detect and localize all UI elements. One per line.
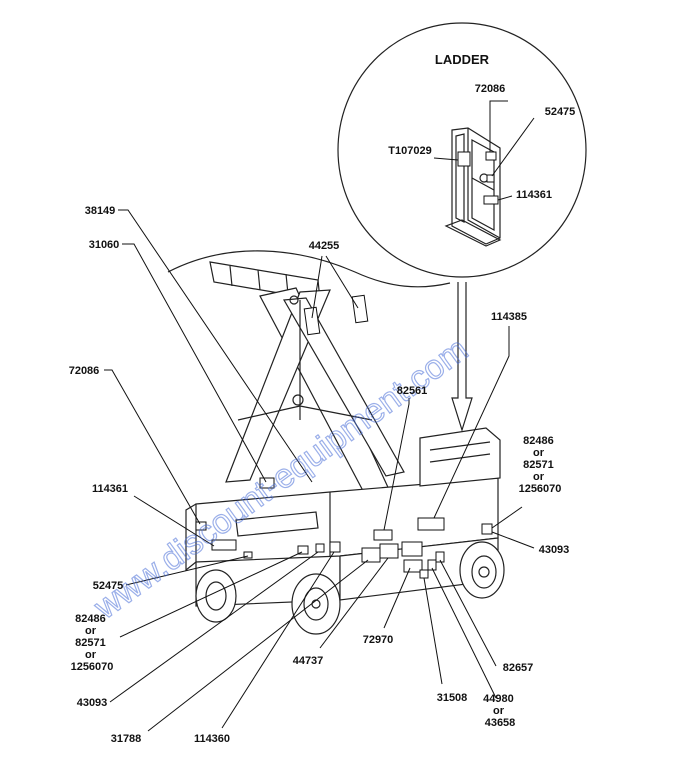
label-43093-right: 43093: [539, 544, 570, 556]
decal-44255-a: [303, 306, 321, 336]
decal-72086: [195, 521, 207, 531]
label-82486-right: 82486 or 82571 or 1256070: [519, 435, 562, 495]
label-52475: 52475: [93, 580, 124, 592]
label-52475-ladder: 52475: [545, 106, 576, 118]
decal-114385: [417, 517, 445, 531]
decal-72970: [401, 541, 423, 557]
decal-52475: [243, 551, 253, 559]
decal-114361-ladder: [483, 195, 499, 205]
label-31060: 31060: [89, 239, 120, 251]
label-72086-ladder: 72086: [475, 83, 506, 95]
label-38149: 38149: [85, 205, 116, 217]
inset-title: LADDER: [435, 52, 490, 67]
wheel-front-left: [195, 569, 237, 623]
label-114361-ladder: 114361: [516, 189, 552, 201]
ladder-inset: LADDER: [337, 22, 587, 278]
label-114360: 114360: [194, 733, 230, 745]
decal-T107029-ladder: [457, 151, 471, 167]
label-114361: 114361: [92, 483, 128, 495]
decal-72086-ladder: [485, 151, 497, 161]
decal-114360: [329, 541, 341, 553]
decal-82486-right: [481, 523, 493, 535]
part-labels: 72086 52475 T107029 114361 38149 31060 4…: [69, 83, 576, 745]
label-114385: 114385: [491, 311, 527, 323]
decal-72970-b: [403, 559, 423, 573]
leader-lines: [104, 100, 535, 732]
label-72086: 72086: [69, 365, 100, 377]
label-T107029: T107029: [388, 145, 431, 157]
machine-decals: [195, 294, 493, 579]
label-43093-left: 43093: [77, 697, 108, 709]
machine-outline-arc: [167, 250, 451, 288]
label-72970: 72970: [363, 634, 394, 646]
decal-44255-b: [351, 294, 369, 324]
label-82486-left: 82486 or 82571 or 1256070: [71, 613, 114, 673]
label-31508: 31508: [437, 692, 468, 704]
wheel-front-right: [291, 573, 341, 635]
decal-31788: [361, 547, 381, 563]
inset-circle: [337, 22, 587, 278]
decal-43093-left: [315, 543, 325, 553]
ladder-drawing: [444, 127, 502, 247]
label-82657: 82657: [503, 662, 534, 674]
decal-31508: [419, 569, 429, 579]
decal-44737: [379, 543, 399, 559]
decal-52475-ladder: [486, 174, 495, 183]
decal-31060: [259, 477, 275, 489]
side-frame: [419, 427, 501, 487]
label-44980: 44980 or 43658: [483, 693, 517, 729]
label-82561: 82561: [397, 385, 428, 397]
decal-82561: [373, 529, 393, 541]
label-44255: 44255: [309, 240, 340, 252]
decal-82486-left: [297, 545, 309, 555]
label-31788: 31788: [111, 733, 142, 745]
ladder-location-arrow: [451, 282, 473, 433]
decal-44980: [427, 559, 437, 571]
wheel-rear: [459, 541, 505, 599]
decal-82657: [435, 551, 445, 563]
label-44737: 44737: [293, 655, 324, 667]
